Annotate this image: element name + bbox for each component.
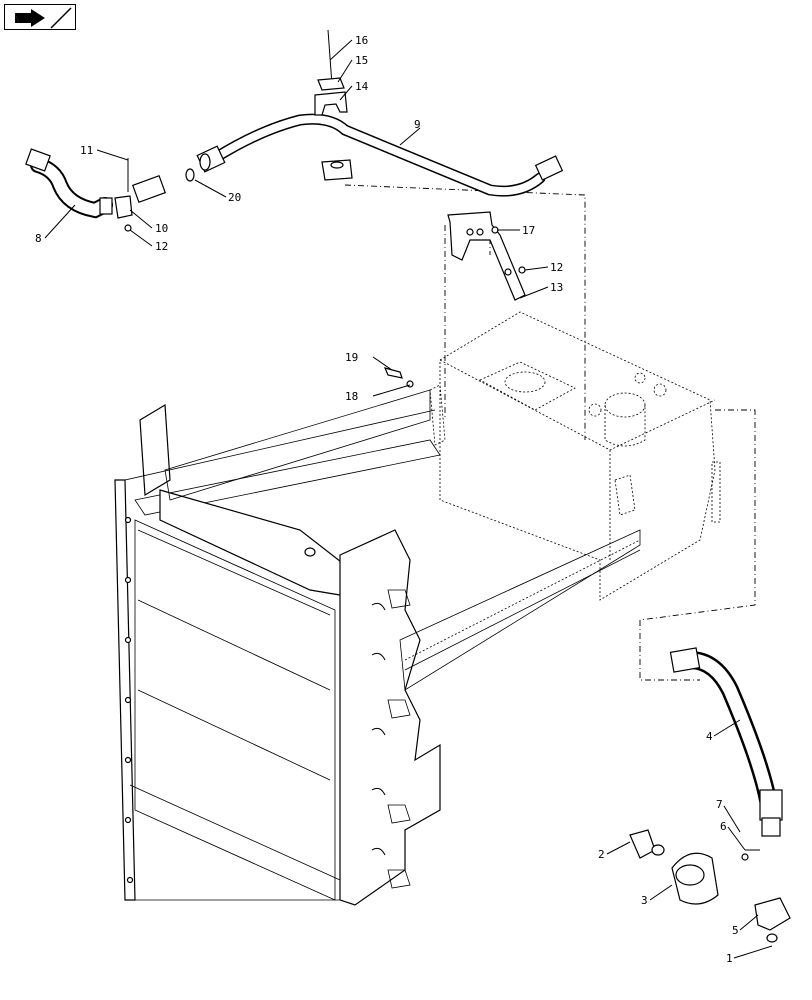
callout-4: 4 [706,730,713,743]
callout-1: 1 [726,952,733,965]
hose-4 [669,647,783,837]
callout-7: 7 [716,798,723,811]
callout-10: 10 [155,222,168,235]
clamp-assembly [314,29,353,181]
callout-11: 11 [80,144,93,157]
callout-16: 16 [355,34,368,47]
steel-tube-9 [196,113,564,197]
callout-labels: 1 2 3 4 5 6 7 8 9 10 11 12 12 13 14 15 1… [35,34,739,965]
callout-6: 6 [720,820,727,833]
callout-19: 19 [345,351,358,364]
tank-outline [439,311,721,601]
callout-12-right: 12 [550,261,563,274]
callout-3: 3 [641,894,648,907]
bracket-13 [447,211,526,301]
return-arrow-icon [15,7,72,29]
callout-17: 17 [522,224,535,237]
callout-9: 9 [414,118,421,131]
callout-15: 15 [355,54,368,67]
callout-leaders [44,39,773,959]
lower-parts [629,829,791,943]
callout-13: 13 [550,281,563,294]
callout-8: 8 [35,232,42,245]
callout-2: 2 [598,848,605,861]
return-nav-button[interactable] [4,4,76,30]
callout-18: 18 [345,390,358,403]
callout-14: 14 [355,80,369,93]
callout-5: 5 [732,924,739,937]
hose-8 [25,148,113,219]
callout-12-left: 12 [155,240,168,253]
fittings-10-11-12-20 [114,158,195,232]
radiator-frame [114,384,641,906]
callout-20: 20 [228,191,241,204]
